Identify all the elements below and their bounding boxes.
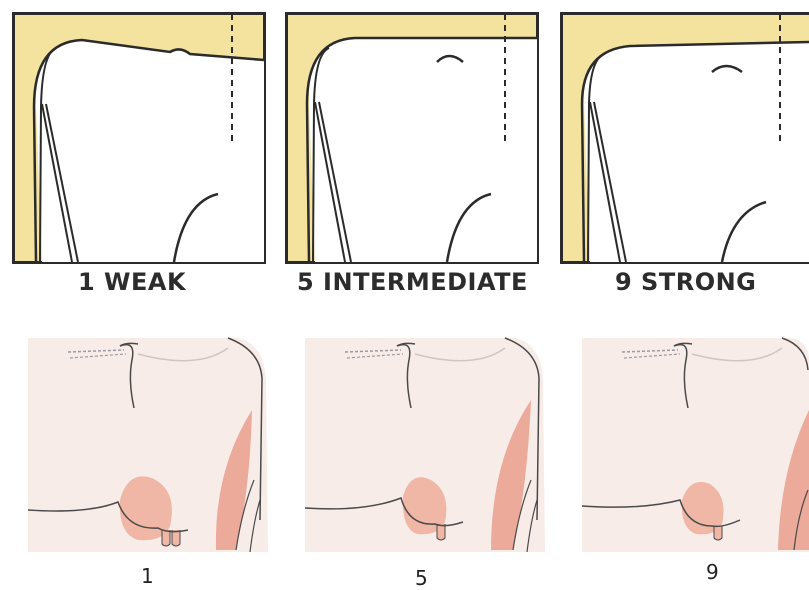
udder-illustration-1 (28, 330, 268, 552)
diagram-strong (560, 12, 809, 264)
intermediate-attachment-illustration (285, 12, 539, 264)
udder-drawing-intermediate (305, 330, 545, 552)
diagram-weak (12, 12, 266, 264)
label-intermediate: 5 INTERMEDIATE (297, 268, 528, 296)
score-label-5: 5 (415, 566, 428, 590)
weak-attachment-illustration (12, 12, 266, 264)
udder-drawing-strong (582, 330, 809, 552)
label-strong: 9 STRONG (615, 268, 756, 296)
score-label-1: 1 (141, 564, 154, 588)
udder-drawing-weak (28, 330, 268, 552)
diagram-intermediate (285, 12, 539, 264)
udder-illustration-5 (305, 330, 545, 552)
udder-illustration-9 (582, 330, 809, 552)
score-label-9: 9 (706, 560, 719, 584)
strong-attachment-illustration (560, 12, 809, 264)
label-weak: 1 WEAK (78, 268, 186, 296)
